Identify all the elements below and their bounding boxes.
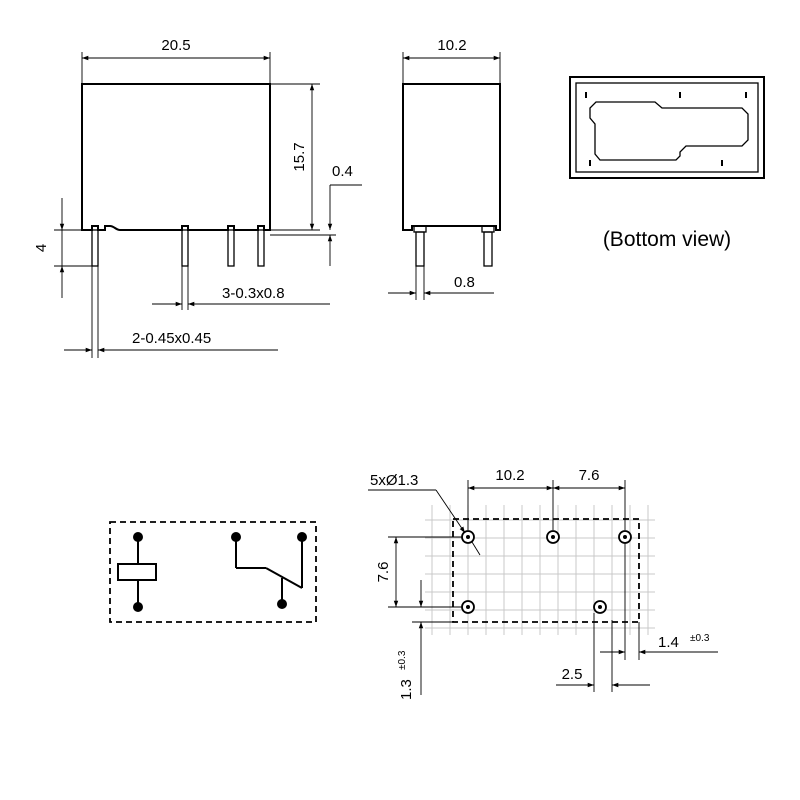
side-view-body (81, 83, 271, 231)
holes-label: 5xØ1.3 (370, 472, 418, 489)
grid-label: 2.5 (562, 666, 583, 683)
flat-pins-dimension-label: 3-0.3x0.8 (222, 285, 285, 302)
bottom-view-inner (575, 82, 759, 173)
side-view: 20.5 15.7 0.4 4 3-0.3x0.8 2-0.45x0.45 (33, 37, 362, 358)
end-view: 10.2 0.8 (388, 37, 501, 300)
height-dimension-label: 15.7 (291, 142, 308, 171)
offset-x-tolerance: ±0.3 (690, 633, 710, 644)
end-view-pin (415, 231, 425, 267)
pitch-y-label: 7.6 (375, 562, 392, 583)
pin-width-label: 0.8 (454, 274, 475, 291)
schematic (109, 521, 317, 623)
side-view-flat-pin (257, 229, 265, 267)
offset-x-label: 1.4 (658, 634, 679, 651)
pcb-layout: 5xØ1.3 10.2 7.6 7.6 1.3 ±0.3 1.4 ±0.3 2.… (368, 467, 718, 700)
pitch-x2-label: 7.6 (579, 467, 600, 484)
side-view-square-pin (91, 229, 99, 267)
end-view-width-label: 10.2 (437, 37, 466, 54)
end-view-body (402, 83, 501, 231)
bottom-view-caption: (Bottom view) (603, 228, 731, 251)
schematic-outline (109, 521, 317, 623)
bottom-view-outer (569, 76, 765, 179)
side-view-flat-pin (227, 229, 235, 267)
coil-symbol (117, 563, 157, 581)
pin-length-dimension-label: 4 (33, 244, 50, 252)
offset-y-tolerance: ±0.3 (397, 650, 408, 670)
coil-terminal (133, 602, 143, 612)
switch-blade (265, 567, 303, 589)
bottom-view-cavity (589, 101, 749, 161)
end-view-pin (483, 231, 493, 267)
offset-y-label: 1.3 (398, 679, 415, 700)
side-view-flat-pin (181, 229, 189, 267)
pcb-outline (452, 518, 640, 623)
pitch-x1-label: 10.2 (495, 467, 524, 484)
width-dimension-label: 20.5 (161, 37, 190, 54)
holes-leader (435, 489, 466, 534)
square-pins-dimension-label: 2-0.45x0.45 (132, 330, 211, 347)
standoff-dimension-label: 0.4 (332, 163, 353, 180)
bottom-view: (Bottom view) (569, 76, 765, 251)
